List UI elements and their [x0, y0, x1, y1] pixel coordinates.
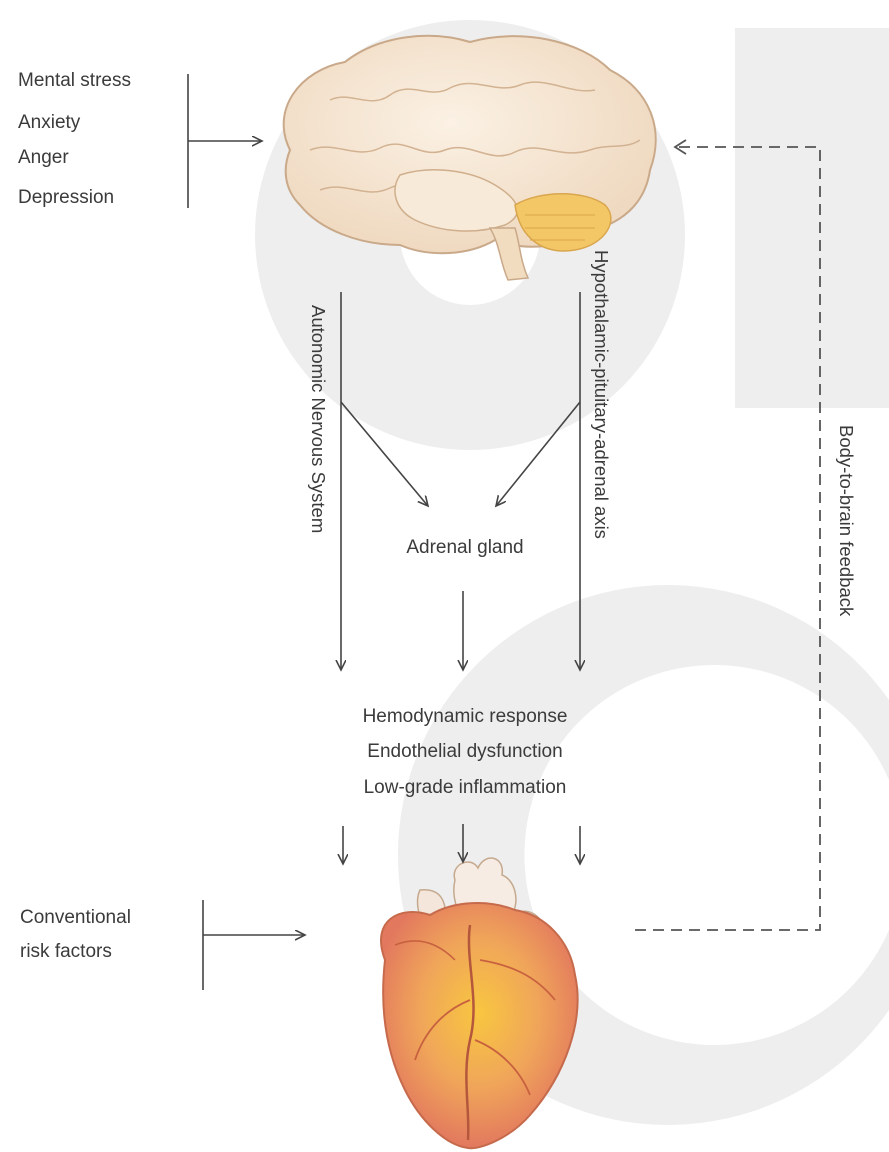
- response-label: Low-grade inflammation: [364, 777, 567, 798]
- stressor-label: Mental stress: [18, 70, 131, 91]
- stressor-label: Depression: [18, 187, 114, 208]
- risk-factors-label: risk factors: [20, 941, 112, 962]
- autonomic-nervous-system-label: Autonomic Nervous System: [308, 305, 329, 533]
- response-label: Hemodynamic response: [363, 706, 568, 727]
- risk-factors-bracket: [203, 900, 305, 990]
- stressor-label: Anger: [18, 147, 69, 168]
- stressors-list: Mental stress Anxiety Anger Depression: [18, 70, 131, 208]
- response-label: Endothelial dysfunction: [367, 741, 562, 762]
- risk-factors-label: Conventional: [20, 907, 131, 928]
- hpa-axis-label: Hypothalamic-pituitary-adrenal axis: [591, 250, 612, 539]
- stressor-label: Anxiety: [18, 112, 81, 133]
- adrenal-gland-label: Adrenal gland: [406, 537, 523, 558]
- stressors-bracket: [188, 74, 262, 208]
- responses-list: Hemodynamic response Endothelial dysfunc…: [363, 706, 568, 798]
- body-to-brain-feedback-label: Body-to-brain feedback: [836, 425, 857, 617]
